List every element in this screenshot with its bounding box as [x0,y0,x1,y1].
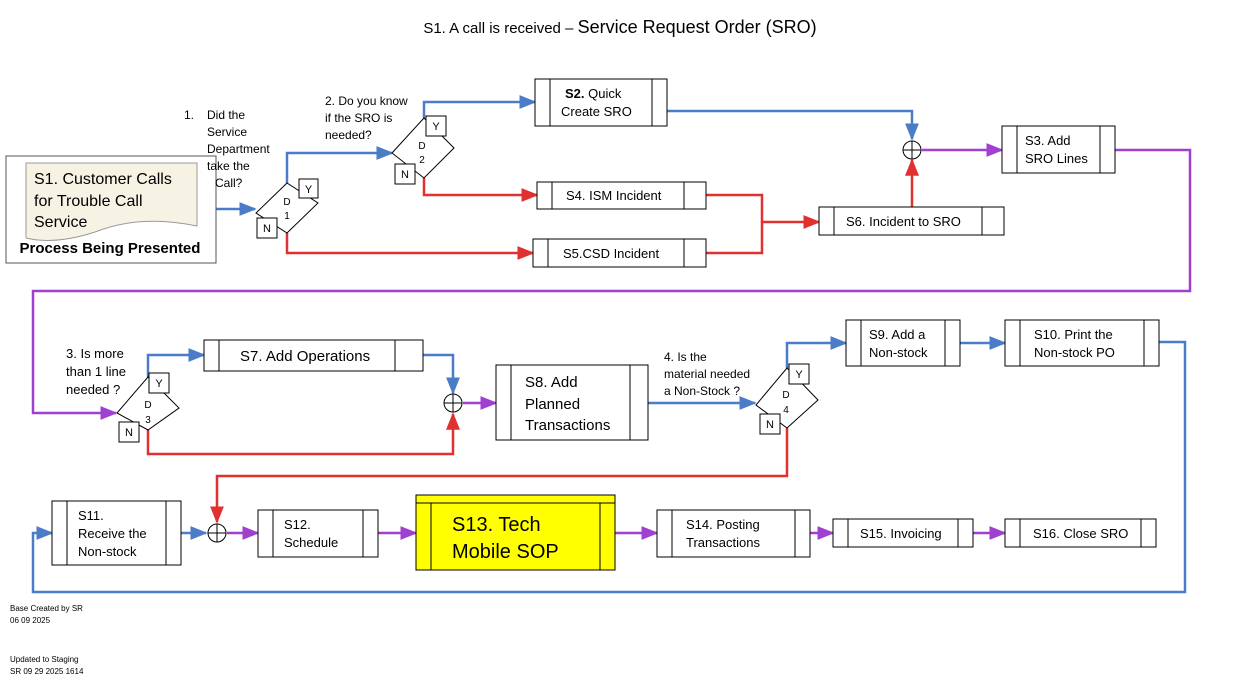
connector-d4-yes-s9 [785,336,848,368]
connector-d2-no-s4 [422,178,539,202]
decision-d1-yes-label: Y [305,184,313,196]
start-node-label: S1. Customer Calls for Trouble Call Serv… [34,171,176,231]
svg-text:S15. Invoicing: S15. Invoicing [860,526,942,541]
decision-d3-no-label: N [125,427,133,439]
decision-d2-no-label: N [401,169,409,181]
footer-updated-note: Updated to Staging SR 09 29 2025 1614 [10,655,84,676]
start-node-s1: S1. Customer Calls for Trouble Call Serv… [5,155,217,264]
start-node-caption: Process Being Presented [20,240,201,257]
step-s5-csd-incident[interactable]: S5.CSD Incident [532,238,707,268]
connectors [31,95,1192,594]
step-s12-schedule[interactable]: S12.Schedule [257,509,379,558]
decision-d2-yes-label: Y [432,121,440,133]
connector-d1-no-s5 [285,233,535,260]
step-s4-ism-incident[interactable]: S4. ISM Incident [536,181,707,210]
connector-s7-merge2 [423,353,460,395]
merge-junctions [207,140,922,543]
decision-d3-yes-label: Y [155,378,163,390]
connector-d2-yes-s2 [422,95,537,118]
svg-text:S16. Close SRO: S16. Close SRO [1033,526,1128,541]
svg-text:S6. Incident to SRO: S6. Incident to SRO [846,214,961,229]
decision-d4-yes-label: Y [795,369,803,381]
svg-text:S7. Add Operations: S7. Add Operations [240,348,370,365]
svg-text:S4. ISM Incident: S4. ISM Incident [566,188,662,203]
connector-s2-merge1 [667,109,919,141]
svg-text:S12.Schedule: S12.Schedule [284,517,338,550]
merge-junction-2 [443,393,463,413]
step-s7-add-operations[interactable]: S7. Add Operations [203,339,424,372]
decision-d2-question: 2. Do you know if the SRO is needed? [325,94,411,142]
step-s6-incident-to-sro[interactable]: S6. Incident to SRO [818,206,1005,236]
diagram-title: S1. A call is received – Service Request… [423,17,816,37]
connector-d3-yes-s7 [146,348,206,377]
connector-d4-no-merge3 [210,428,789,524]
step-s16-close-sro[interactable]: S16. Close SRO [1004,518,1157,548]
connector-d1-yes-d2 [285,146,394,183]
decision-d4-question: 4. Is the material needed a Non-Stock ? [664,350,753,398]
svg-text:D2: D2 [418,141,425,166]
merge-junction-1 [902,140,922,160]
connector-d3-no-merge2 [146,412,460,456]
decision-d1-no-label: N [263,223,271,235]
merge-junction-3 [207,523,227,543]
decision-d1-question: 1.Did the Service Department take the Ca… [184,108,273,190]
decision-d4-no-label: N [766,419,774,431]
connector-s3-d3-loop [31,148,1192,420]
decision-d3-question: 3. Is more than 1 line needed ? [66,346,130,397]
connector-s10-s11-loop [31,340,1187,594]
step-s15-invoicing[interactable]: S15. Invoicing [832,518,974,548]
connector-s4-s6 [706,193,821,229]
svg-text:D4: D4 [782,390,789,416]
svg-text:D1: D1 [283,197,290,222]
connector-s5-s6 [706,222,764,255]
footer-created-note: Base Created by SR 06 09 2025 [10,604,85,625]
svg-text:S5.CSD Incident: S5.CSD Incident [563,246,659,261]
svg-text:D3: D3 [144,400,151,426]
